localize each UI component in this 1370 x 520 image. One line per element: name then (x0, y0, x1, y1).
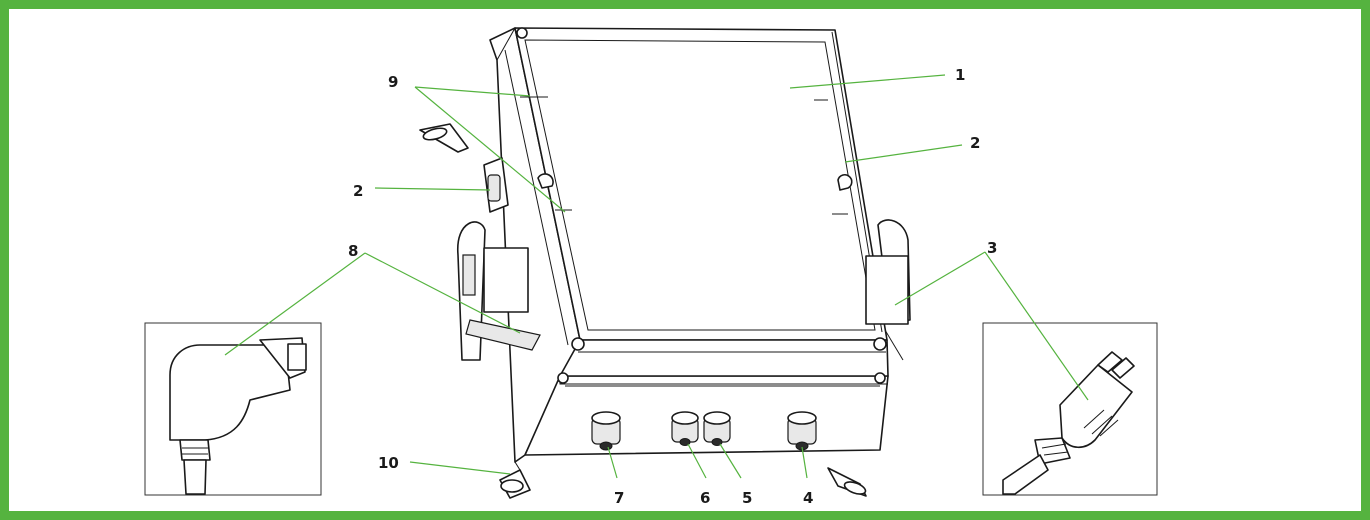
callout-5: 5 (742, 489, 752, 507)
callout-2-right: 2 (970, 134, 980, 152)
cable-glands (591, 411, 817, 451)
right-plug-holder (865, 219, 911, 361)
enclosure-body (489, 27, 889, 463)
callout-7: 7 (614, 489, 624, 507)
inset-left-plug (144, 322, 322, 496)
mounting-foot-left (499, 461, 531, 499)
callout-1: 1 (955, 66, 965, 84)
leader-lines (224, 74, 1089, 479)
inset-right-plug (982, 322, 1158, 496)
callout-6: 6 (700, 489, 710, 507)
callout-2-left: 2 (353, 182, 363, 200)
cable-gland-5 (703, 411, 731, 446)
cable-gland-4 (787, 411, 817, 451)
side-connector-left (483, 157, 509, 213)
callout-labels: 1 2 2 3 4 5 6 7 8 9 10 (348, 66, 997, 507)
left-plug-holder (457, 221, 541, 361)
callout-9: 9 (388, 73, 398, 91)
cable-gland-6 (671, 411, 699, 446)
cable-gland-7 (591, 411, 621, 451)
callout-8: 8 (348, 242, 358, 260)
callout-3: 3 (987, 239, 997, 257)
callout-10: 10 (378, 454, 399, 472)
mounting-foot-right (827, 467, 867, 497)
mounting-ear-top-left (419, 123, 469, 153)
callout-4: 4 (803, 489, 813, 507)
